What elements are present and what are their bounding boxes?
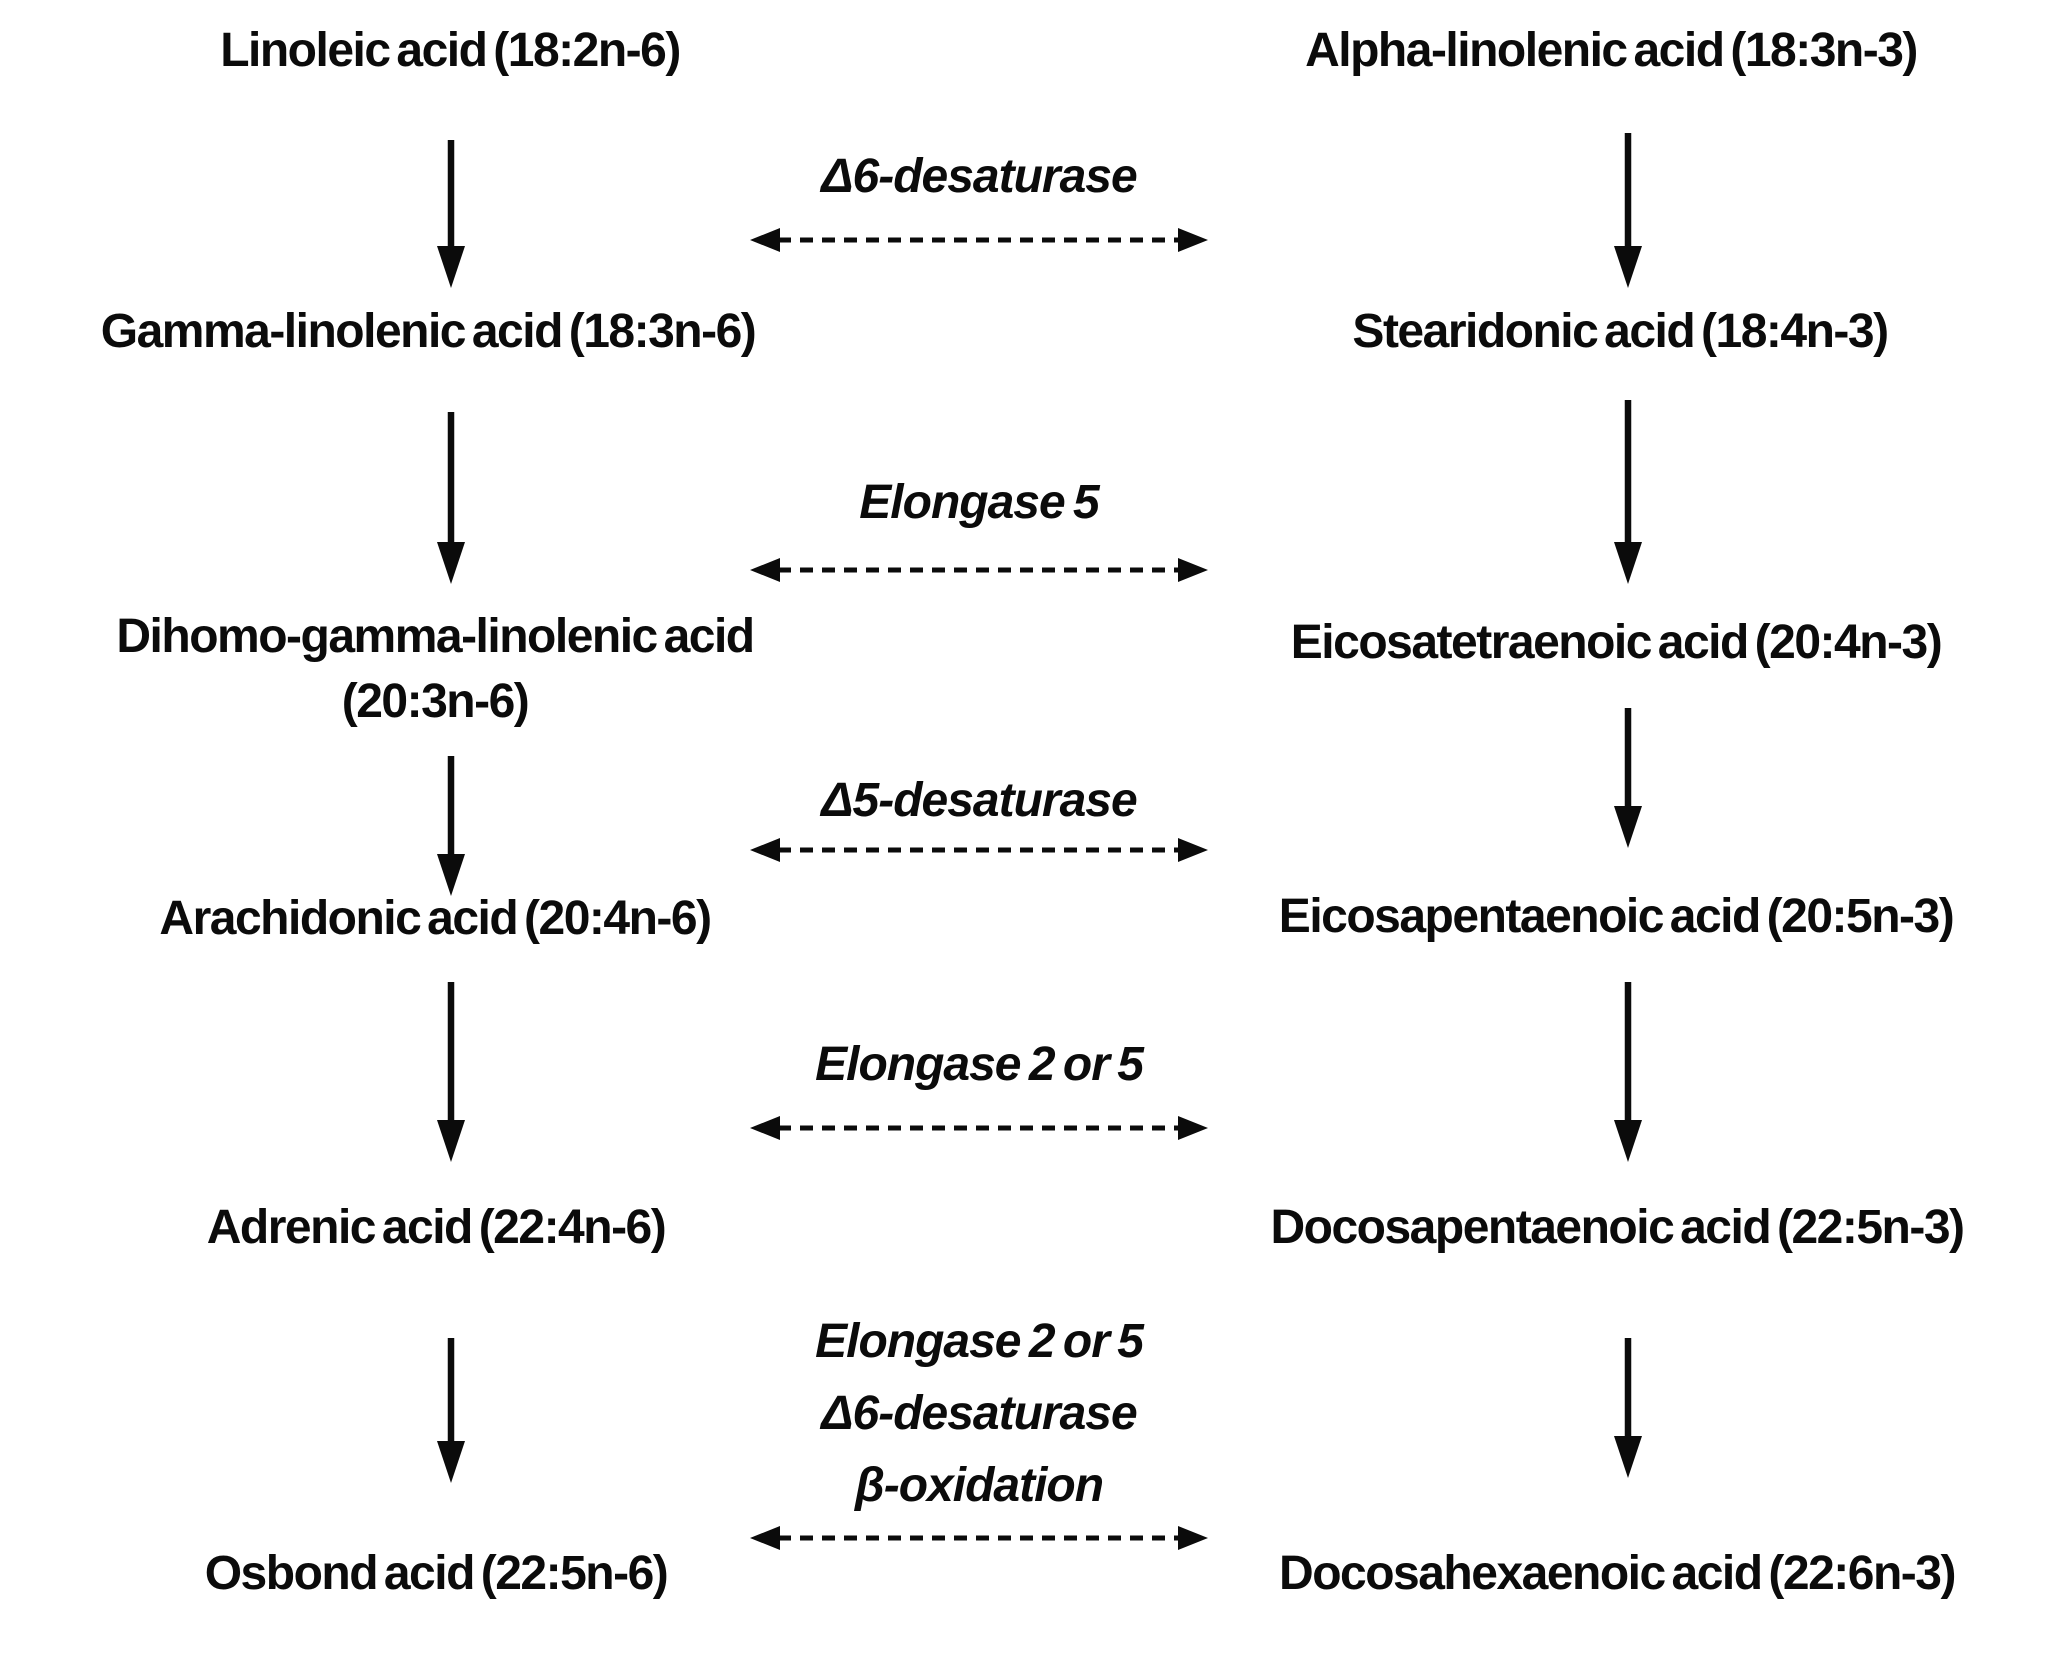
down-arrow-icon <box>1610 708 1646 848</box>
node-sublabel: (20:3n-6) <box>341 675 530 728</box>
enzyme-delta6-desaturase: Δ6-desaturase <box>821 150 1137 203</box>
dashed-double-arrow-icon <box>748 1520 1210 1556</box>
node-linoleic-acid: Linoleic acid (18:2n-6) <box>220 24 681 77</box>
down-arrow-icon <box>1610 982 1646 1162</box>
enzyme-delta5-desaturase: Δ5-desaturase <box>821 774 1137 827</box>
enzyme-elongase-2-or-5: Elongase 2 or 5 <box>815 1038 1144 1091</box>
down-arrow-icon <box>1610 133 1646 288</box>
down-arrow-icon <box>433 1338 469 1483</box>
enzyme-line-beta-oxidation: β-oxidation <box>854 1459 1104 1512</box>
node-stearidonic-acid: Stearidonic acid (18:4n-3) <box>1352 305 1889 358</box>
enzyme-multistep-block: Elongase 2 or 5 Δ6-desaturase β-oxidatio… <box>815 1306 1144 1522</box>
dashed-double-arrow-icon <box>748 222 1210 258</box>
node-arachidonic-acid: Arachidonic acid (20:4n-6) <box>159 892 712 945</box>
node-label: Dihomo-gamma-linolenic acid <box>116 610 755 663</box>
node-eicosatetraenoic-acid: Eicosatetraenoic acid (20:4n-3) <box>1290 616 1943 669</box>
enzyme-line-elongase: Elongase 2 or 5 <box>815 1315 1144 1368</box>
node-docosahexaenoic-acid: Docosahexaenoic acid (22:6n-3) <box>1279 1547 1956 1600</box>
node-adrenic-acid: Adrenic acid (22:4n-6) <box>206 1201 667 1254</box>
dashed-double-arrow-icon <box>748 1110 1210 1146</box>
node-docosapentaenoic-acid: Docosapentaenoic acid (22:5n-3) <box>1270 1201 1965 1254</box>
node-eicosapentaenoic-acid: Eicosapentaenoic acid (20:5n-3) <box>1278 890 1955 943</box>
enzyme-elongase-5: Elongase 5 <box>859 476 1099 529</box>
down-arrow-icon <box>433 140 469 288</box>
down-arrow-icon <box>433 412 469 584</box>
node-osbond-acid: Osbond acid (22:5n-6) <box>204 1547 669 1600</box>
down-arrow-icon <box>433 982 469 1162</box>
down-arrow-icon <box>433 756 469 896</box>
dashed-double-arrow-icon <box>748 552 1210 588</box>
node-gamma-linolenic-acid: Gamma-linolenic acid (18:3n-6) <box>100 305 757 358</box>
down-arrow-icon <box>1610 1338 1646 1478</box>
dashed-double-arrow-icon <box>748 832 1210 868</box>
down-arrow-icon <box>1610 400 1646 584</box>
node-dihomo-gamma-linolenic-acid: Dihomo-gamma-linolenic acid (20:3n-6) <box>116 608 755 738</box>
enzyme-line-desaturase: Δ6-desaturase <box>821 1387 1137 1440</box>
node-alpha-linolenic-acid: Alpha-linolenic acid (18:3n-3) <box>1305 24 1918 77</box>
